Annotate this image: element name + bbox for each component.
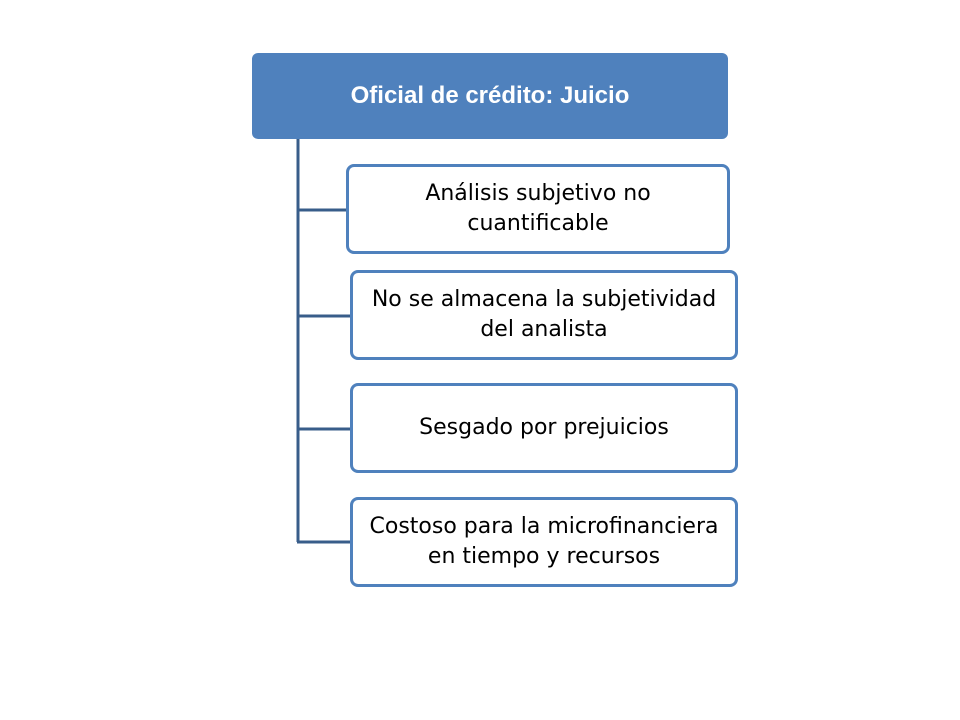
child-node-costly: Costoso para la microfinanciera en tiemp… [350,497,738,587]
child-node-label: Sesgado por prejuicios [419,415,669,440]
child-node-biased: Sesgado por prejuicios [350,383,738,473]
header-node: Oficial de crédito: Juicio [252,53,728,139]
child-node-subjective-analysis: Análisis subjetivo no cuantificable [346,164,730,254]
child-node-subjectivity-not-stored: No se almacena la subjetividad del anali… [350,270,738,360]
child-node-label: Costoso para la microfinanciera en tiemp… [369,514,719,569]
child-node-label: Análisis subjetivo no cuantificable [425,181,651,236]
header-label: Oficial de crédito: Juicio [350,82,630,109]
child-node-label: No se almacena la subjetividad del anali… [371,287,717,342]
